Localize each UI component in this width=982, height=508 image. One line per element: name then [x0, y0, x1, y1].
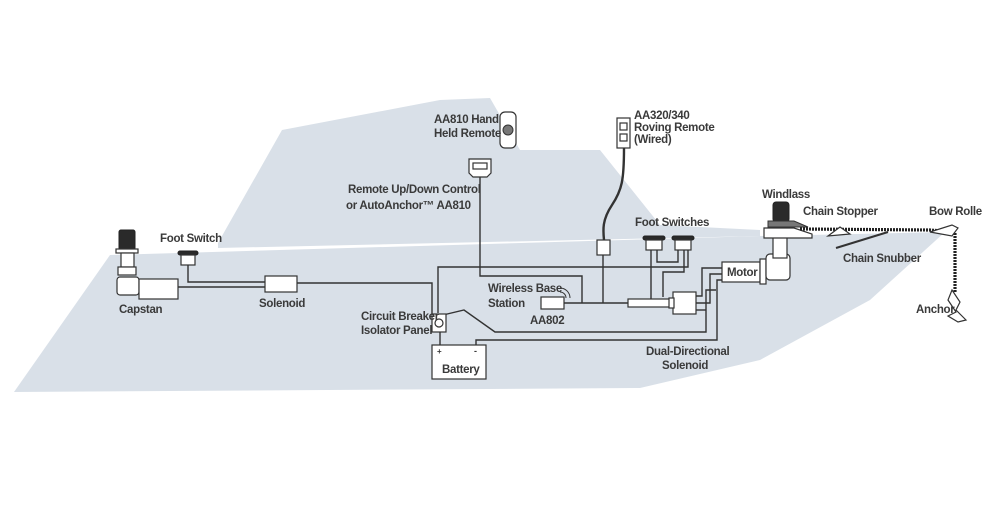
wire-footswitch-b — [662, 249, 685, 297]
label-chain-snubber: Chain Snubber — [843, 253, 922, 265]
dual-solenoid-box — [672, 291, 697, 315]
wireless-base-station[interactable] — [540, 287, 571, 310]
label-anchor: Anchor — [916, 304, 955, 316]
remote-updown-screen — [472, 162, 488, 170]
anchor-chain-assembly — [799, 224, 968, 323]
wire-footswitch-solenoid — [187, 265, 265, 283]
battery[interactable]: + - — [431, 344, 487, 380]
anchor-icon[interactable] — [946, 288, 968, 323]
labels: Capstan Foot Switch Solenoid Remote Up/D… — [119, 110, 982, 376]
capstan[interactable] — [115, 229, 179, 300]
label-breaker-2: Isolator Panel — [361, 325, 432, 337]
wire-battery-motor — [475, 279, 722, 345]
wiring — [178, 147, 722, 345]
windlass-motor[interactable] — [721, 253, 791, 285]
label-remote-updown-2: or AutoAnchor™ AA810 — [346, 200, 471, 212]
windlass-drum — [772, 201, 790, 223]
aa810-handheld-remote[interactable] — [499, 111, 517, 149]
capstan-cap — [115, 248, 139, 254]
circuit-breaker-panel[interactable] — [431, 313, 447, 333]
chain-snubber[interactable] — [835, 230, 889, 250]
label-aa802: AA802 — [530, 315, 564, 327]
label-breaker-1: Circuit Breaker — [361, 311, 440, 323]
foot-switch-a-cap — [642, 235, 666, 241]
chain-stopper[interactable] — [825, 226, 852, 237]
label-aa810-2: Held Remote — [434, 128, 501, 140]
dual-solenoid-terminal — [668, 297, 675, 309]
capstan-drum — [118, 229, 136, 251]
label-wireless-1: Wireless Base — [488, 283, 562, 295]
bow-roller[interactable] — [929, 224, 959, 237]
wire-sol-motor1 — [696, 267, 722, 297]
capstan-housing — [116, 276, 140, 296]
remote-updown-control[interactable] — [468, 158, 492, 178]
wire-sol-motor2 — [696, 273, 722, 304]
label-dual-2: Solenoid — [662, 360, 708, 372]
wire-remote-down — [479, 176, 583, 303]
windlass[interactable] — [763, 201, 813, 259]
foot-switch-b-body — [674, 239, 692, 251]
foot-switch[interactable] — [177, 250, 199, 266]
wireless-signal-icon — [559, 287, 571, 299]
wire-solenoid-breaker — [297, 282, 433, 315]
label-windlass: Windlass — [762, 189, 810, 201]
label-solenoid: Solenoid — [259, 298, 305, 310]
wire-roving-remote — [602, 147, 626, 241]
battery-box — [431, 344, 487, 380]
battery-plus-label: + — [437, 347, 442, 356]
roving-up-button — [619, 122, 628, 131]
deck-shape — [14, 232, 945, 392]
label-foot-switch: Foot Switch — [160, 233, 222, 245]
foot-switches[interactable] — [642, 235, 695, 251]
foot-switch-cap — [177, 250, 199, 256]
label-roving-2: Roving Remote — [634, 122, 714, 134]
capstan-base — [117, 266, 137, 276]
roving-socket — [596, 239, 611, 256]
label-motor: Motor — [727, 267, 758, 279]
label-roving-1: AA320/340 — [634, 110, 689, 122]
label-roving-3: (Wired) — [634, 134, 672, 146]
label-remote-updown-1: Remote Up/Down Control — [348, 184, 481, 196]
label-chain-stopper: Chain Stopper — [803, 206, 879, 218]
foot-switch-body — [180, 254, 196, 266]
windlass-gypsy — [767, 220, 809, 228]
battery-minus-label: - — [474, 346, 477, 356]
label-foot-switches: Foot Switches — [635, 217, 709, 229]
foot-switch-b-cap — [671, 235, 695, 241]
roving-remote[interactable] — [596, 117, 631, 256]
capstan-motor — [138, 278, 179, 300]
wire-footswitch-a2 — [656, 249, 679, 263]
wire-breaker-topbus — [437, 250, 689, 313]
label-dual-1: Dual-Directional — [646, 346, 729, 358]
capstan-shaft — [120, 252, 135, 268]
label-wireless-2: Station — [488, 298, 525, 310]
bus-connector — [627, 298, 675, 308]
solenoid[interactable] — [264, 275, 298, 293]
foot-switch-a-body — [645, 239, 663, 251]
dual-directional-solenoid[interactable] — [668, 291, 697, 315]
wire-breaker-motor — [442, 289, 716, 333]
label-battery: Battery — [442, 364, 480, 376]
label-aa810-1: AA810 Hand — [434, 114, 499, 126]
motor-flange — [759, 258, 767, 285]
label-bow-roller: Bow Roller — [929, 206, 982, 218]
windlass-column — [772, 235, 788, 259]
base-station-box — [540, 296, 565, 310]
aa810-button — [502, 124, 514, 136]
label-capstan: Capstan — [119, 304, 163, 316]
roving-down-button — [619, 133, 628, 142]
breaker-switch-icon — [434, 318, 444, 328]
